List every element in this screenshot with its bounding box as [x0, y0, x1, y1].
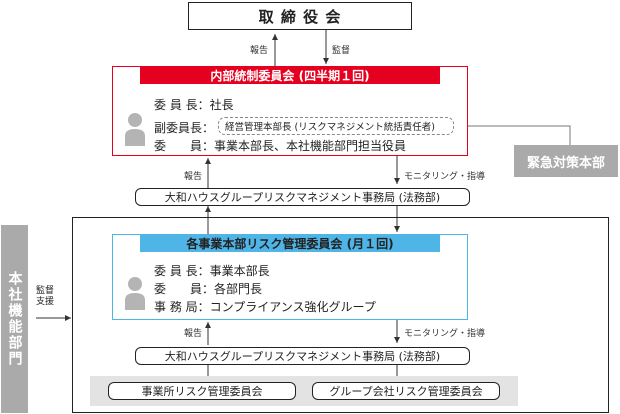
support-label: 支援 [36, 297, 55, 307]
division-risk-committee-title: 各事業本部リスク管理委員会 (月１回) [186, 236, 394, 251]
internal-control-committee-header: 内部統制委員会 (四半期１回) [140, 66, 440, 84]
oversight-label: 監督 [36, 286, 55, 296]
secretariat-upper-title: 大和ハウスグループリスクマネジメント事務局 (法務部) [164, 191, 441, 204]
internal-control-committee-title: 内部統制委員会 (四半期１回) [210, 68, 370, 83]
division-chair-row: 委 員 長：事業本部長 [154, 262, 270, 279]
division-outer-frame [72, 217, 609, 413]
internal-chair-row: 委 員 長：社長 [154, 96, 234, 113]
internal-vice-chair-row: 副委員長： [154, 119, 214, 136]
secretariat-upper-box: 大和ハウスグループリスクマネジメント事務局 (法務部) [135, 188, 470, 206]
division-secretariat-key: 事 務 局： [154, 300, 210, 314]
division-members-key: 委 員： [154, 282, 215, 296]
secretariat-lower-box: 大和ハウスグループリスクマネジメント事務局 (法務部) [135, 347, 470, 365]
internal-vice-chair-value: 経営管理本部長 (リスクマネジメント統括責任者) [225, 122, 435, 133]
group-company-risk-committee-box: グループ会社リスク管理委員会 [312, 382, 500, 400]
office-risk-committee-title: 事業所リスク管理委員会 [141, 385, 263, 398]
top-report-label: 報告 [250, 46, 269, 56]
division-risk-committee-header: 各事業本部リスク管理委員会 (月１回) [140, 234, 440, 252]
link-to-emergency-hq [453, 125, 571, 145]
board-of-directors-box: 取 締 役 会 [188, 2, 412, 30]
person-icon [125, 277, 145, 310]
secretariat-lower-title: 大和ハウスグループリスクマネジメント事務局 (法務部) [164, 350, 441, 363]
mid-report-label: 報告 [184, 172, 203, 182]
hq-functions-box: 本社機能部門 [1, 225, 28, 413]
emergency-hq-box: 緊急対策本部 [514, 145, 618, 177]
internal-members-row: 委 員：事業本部長、本社機能部門担当役員 [154, 137, 406, 154]
internal-vice-chair-key: 副委員長： [154, 121, 215, 135]
division-members-value: 各部門長 [214, 282, 263, 296]
division-chair-key: 委 員 長： [154, 264, 210, 278]
division-secretariat-value: コンプライアンス強化グループ [209, 300, 376, 314]
internal-members-value: 事業本部長、本社機能部門担当役員 [214, 139, 407, 153]
lower-monitoring-label: モニタリング・指導 [404, 329, 486, 339]
group-company-risk-committee-title: グループ会社リスク管理委員会 [329, 385, 483, 398]
internal-vice-chair-value-box: 経営管理本部長 (リスクマネジメント統括責任者) [218, 117, 454, 135]
person-icon [125, 113, 145, 146]
division-members-row: 委 員：各部門長 [154, 280, 262, 297]
mid-monitoring-label: モニタリング・指導 [404, 172, 486, 182]
internal-chair-key: 委 員 長： [154, 98, 210, 112]
oversight-support-label: 監督 支援 [36, 286, 54, 308]
hq-functions-title: 本社機能部門 [6, 271, 23, 367]
office-risk-committee-box: 事業所リスク管理委員会 [108, 382, 296, 400]
emergency-hq-title: 緊急対策本部 [526, 155, 605, 171]
lower-report-label: 報告 [184, 329, 203, 339]
board-title: 取 締 役 会 [258, 7, 342, 26]
division-secretariat-row: 事 務 局：コンプライアンス強化グループ [154, 298, 376, 315]
top-oversight-label: 監督 [332, 46, 351, 56]
division-chair-value: 事業本部長 [209, 264, 270, 278]
internal-members-key: 委 員： [154, 139, 215, 153]
internal-chair-value: 社長 [209, 98, 234, 112]
